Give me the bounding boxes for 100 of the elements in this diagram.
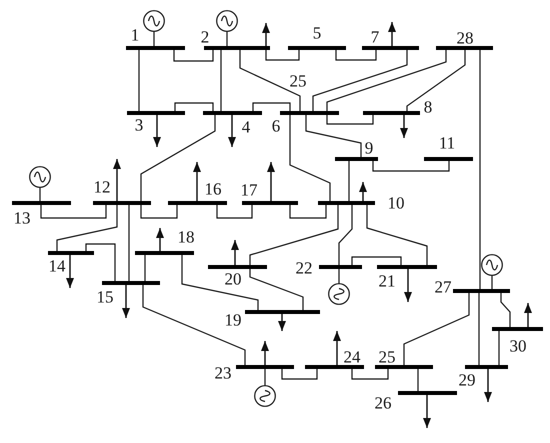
bus-number: 19 [224,312,242,328]
load-arrow [267,162,275,201]
load-arrow [423,395,431,428]
load-arrow [113,159,121,201]
load-arrow [122,285,130,318]
load-arrow [156,228,164,251]
bus-number: 17 [240,182,258,198]
bus-bar [280,111,339,115]
bus-bar [335,157,378,161]
load-arrow [262,23,270,46]
bus-number: 26 [374,394,392,412]
generator-lead [338,269,340,284]
transmission-line [403,293,470,365]
bus-bar [465,365,508,369]
transmission-line [265,50,300,61]
transmission-line [417,369,419,391]
bus-number: 3 [134,116,144,134]
bus-bar [436,46,493,50]
bus-bar [93,201,151,205]
transmission-line [249,269,304,310]
transmission-line [326,50,447,111]
transmission-line [372,161,450,172]
bus-number: 18 [178,228,194,246]
transmission-line [252,102,291,111]
transmission-line [174,102,214,111]
bus-number: 21 [378,272,396,290]
bus-number: 9 [364,140,374,156]
load-arrow [278,314,286,331]
generator-lead [39,187,41,201]
transmission-line [312,50,408,111]
bus-number: 8 [424,98,432,116]
load-arrow [524,303,532,327]
bus-bar [288,46,346,50]
transmission-line [289,205,327,219]
bus-number: 16 [204,180,222,198]
bus-number: 25 [378,348,396,366]
bus-number: 7 [370,28,380,46]
transmission-line [305,115,362,157]
bus-number: 14 [48,258,66,274]
bus-bar [242,201,298,205]
load-arrow [66,255,74,288]
bus-number: 11 [438,134,456,152]
transmission-line [140,205,178,219]
bus-number: 1 [130,26,140,44]
bus-number: 13 [14,210,30,226]
bus-number: 12 [94,178,110,196]
transmission-line [348,161,350,201]
bus-bar [203,111,262,115]
bus-bar [236,365,294,369]
transmission-line [500,293,511,327]
generator-symbol [216,10,238,32]
load-arrow [153,115,161,147]
bus-bar [204,46,270,50]
load-arrow [388,22,396,46]
transmission-line [140,115,216,201]
bus-bar [363,111,420,115]
transmission-line [220,50,222,111]
transmission-line [249,205,339,265]
transmission-line [138,50,140,111]
transmission-line [289,115,331,201]
bus-bar [305,365,364,369]
bus-number: 24 [344,348,360,366]
load-arrow [484,369,492,402]
bus-bar [102,281,160,285]
bus-number: 22 [296,260,312,276]
bus-bar [245,310,320,314]
bus-bar [168,201,227,205]
load-arrow [193,162,201,201]
bus-number: 15 [96,288,114,306]
bus-bar [135,251,194,255]
load-arrow [333,331,341,365]
load-arrow [228,115,236,147]
transmission-line [128,205,130,281]
transmission-line [479,50,481,289]
bus-number: 25 [290,72,306,90]
transmission-line [56,205,118,251]
transmission-line [351,256,402,265]
transmission-line [338,205,353,265]
bus-bar [126,46,185,50]
generator-symbol [143,10,165,32]
bus-bar [453,289,510,293]
bus-bar [127,111,185,115]
load-arrow [359,182,367,201]
transmission-line [142,285,246,365]
generator-lead [226,31,228,46]
transmission-line [335,50,377,61]
bus-number: 30 [510,338,526,354]
bus-number: 28 [456,30,474,46]
bus-number: 5 [312,24,322,42]
bus-number: 10 [388,194,404,212]
generator-lead [491,275,493,289]
bus-number: 6 [272,118,280,134]
transmission-line [144,255,146,281]
load-arrow [404,269,412,302]
transmission-line [366,205,428,265]
bus-bar [362,46,419,50]
generator-symbol [481,254,503,276]
load-arrow [261,341,269,365]
bus-bar [319,265,362,269]
transmission-line [216,205,253,219]
